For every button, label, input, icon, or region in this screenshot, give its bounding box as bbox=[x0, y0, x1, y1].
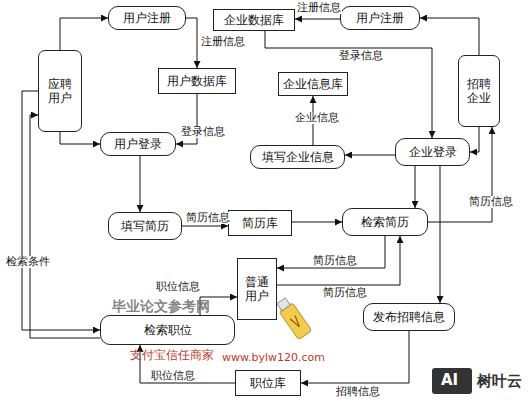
node-label: 简历库 bbox=[242, 216, 278, 230]
flow-label: 简历信息 bbox=[185, 212, 231, 224]
flow-label: 简历信息 bbox=[312, 255, 358, 267]
external-entity: 普通用户 bbox=[237, 258, 277, 320]
flow-arrow bbox=[277, 236, 400, 285]
node-label: 职位库 bbox=[250, 376, 286, 390]
flow-label: 登录信息 bbox=[338, 50, 384, 62]
process-box: 检索简历 bbox=[342, 208, 428, 236]
node-label: 企业信息库 bbox=[283, 77, 343, 91]
flow-label: 职位信息 bbox=[150, 370, 196, 382]
flow-arrow bbox=[265, 31, 432, 138]
process-box: 企业登录 bbox=[395, 138, 470, 166]
node-label: 用户注册 bbox=[123, 11, 171, 25]
watermark-url: www.bylw120.com bbox=[222, 351, 325, 364]
flow-arrow bbox=[277, 236, 385, 268]
flow-label: 职位信息 bbox=[155, 281, 201, 293]
flow-label: 检索条件 bbox=[5, 256, 51, 268]
process-box: 检索职位 bbox=[100, 315, 235, 345]
process-box: 用户登录 bbox=[100, 132, 176, 156]
node-label: 应聘用户 bbox=[48, 77, 72, 105]
process-box: 用户注册 bbox=[108, 6, 186, 30]
flow-label: 登录信息 bbox=[180, 126, 226, 138]
flow-arrow bbox=[60, 18, 108, 50]
logo-badge bbox=[432, 368, 472, 394]
node-label: 企业数据库 bbox=[224, 13, 284, 27]
data-store: 用户数据库 bbox=[158, 68, 236, 94]
process-box: 填写企业信息 bbox=[250, 145, 345, 169]
data-store: 简历库 bbox=[228, 210, 292, 236]
logo-text: 树叶云 bbox=[477, 373, 522, 390]
node-label: 用户数据库 bbox=[167, 74, 227, 88]
flow-arrow bbox=[60, 132, 100, 144]
data-store: 企业信息库 bbox=[278, 72, 348, 96]
process-box: 用户注册 bbox=[340, 6, 420, 30]
flow-arrow bbox=[345, 155, 395, 156]
flow-label: 注册信息 bbox=[200, 36, 246, 48]
flow-arrow bbox=[295, 19, 340, 20]
node-label: 填写简历 bbox=[121, 219, 169, 233]
flow-label: 注册信息 bbox=[296, 2, 342, 14]
external-entity: 应聘用户 bbox=[38, 50, 82, 132]
flow-arrow bbox=[440, 166, 441, 303]
flow-arrow bbox=[30, 115, 100, 338]
flow-arrow bbox=[420, 18, 479, 55]
node-label: 发布招聘信息 bbox=[373, 310, 445, 324]
node-label: 普通用户 bbox=[245, 275, 269, 303]
flow-arrow bbox=[186, 18, 197, 68]
node-label: 招聘企业 bbox=[467, 77, 491, 105]
logo-text: AI bbox=[441, 372, 458, 389]
node-label: 用户登录 bbox=[114, 137, 162, 151]
data-store: 企业数据库 bbox=[213, 9, 295, 31]
flow-arrow bbox=[415, 166, 416, 208]
flow-label: 企业信息 bbox=[294, 112, 340, 124]
flow-label: 简历信息 bbox=[468, 196, 514, 208]
node-label: 检索职位 bbox=[144, 323, 192, 337]
process-box: 发布招聘信息 bbox=[363, 303, 455, 331]
external-entity: 招聘企业 bbox=[458, 55, 500, 127]
watermark-text: 毕业论文参考网 bbox=[112, 298, 210, 314]
process-box: 填写简历 bbox=[108, 212, 182, 240]
flow-label: 简历信息 bbox=[322, 287, 368, 299]
node-label: 检索简历 bbox=[361, 215, 409, 229]
node-label: 填写企业信息 bbox=[262, 150, 334, 164]
node-label: 企业登录 bbox=[409, 145, 457, 159]
usb-logo bbox=[275, 296, 312, 340]
watermark-text: 支付宝信任商家 bbox=[130, 348, 214, 362]
flow-arrow bbox=[182, 226, 228, 227]
flow-arrow bbox=[292, 222, 342, 223]
data-store: 职位库 bbox=[235, 370, 301, 396]
flow-arrow bbox=[140, 156, 141, 212]
node-label: 用户注册 bbox=[356, 11, 404, 25]
flow-label: 招聘信息 bbox=[335, 386, 381, 398]
flow-arrow bbox=[470, 127, 479, 152]
